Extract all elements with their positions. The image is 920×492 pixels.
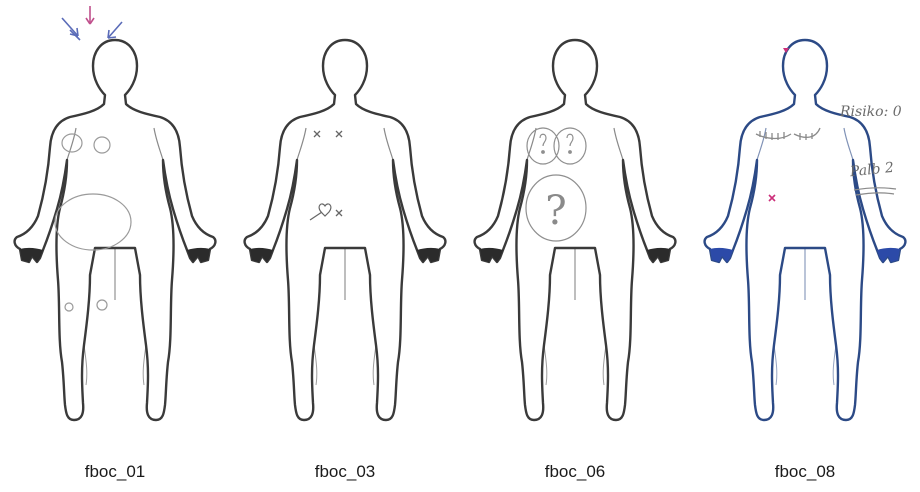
human-body-outline-icon	[690, 0, 920, 460]
figure-caption: fboc_08	[690, 462, 920, 482]
figure-fboc-03: fboc_03	[230, 0, 460, 492]
figure-caption: fboc_01	[0, 462, 230, 482]
arrow-icon	[86, 6, 94, 24]
figure-caption: fboc_06	[460, 462, 690, 482]
human-body-outline-icon	[230, 0, 460, 460]
figure-fboc-08: Risiko: 0 Palb 2 fboc_08	[690, 0, 920, 492]
human-body-outline-icon	[0, 0, 230, 460]
question-mark: ?	[545, 188, 566, 234]
underline-marks	[852, 186, 898, 198]
x-mark-icon	[314, 131, 342, 216]
heart-icon	[310, 204, 331, 220]
figure-caption: fboc_03	[230, 462, 460, 482]
risk-note: Risiko: 0	[840, 104, 902, 120]
x-mark-icon	[769, 195, 775, 201]
human-body-outline-icon: ?	[460, 0, 690, 460]
figure-fboc-01: fboc_01	[0, 0, 230, 492]
figure-fboc-06: ? fboc_06	[460, 0, 690, 492]
